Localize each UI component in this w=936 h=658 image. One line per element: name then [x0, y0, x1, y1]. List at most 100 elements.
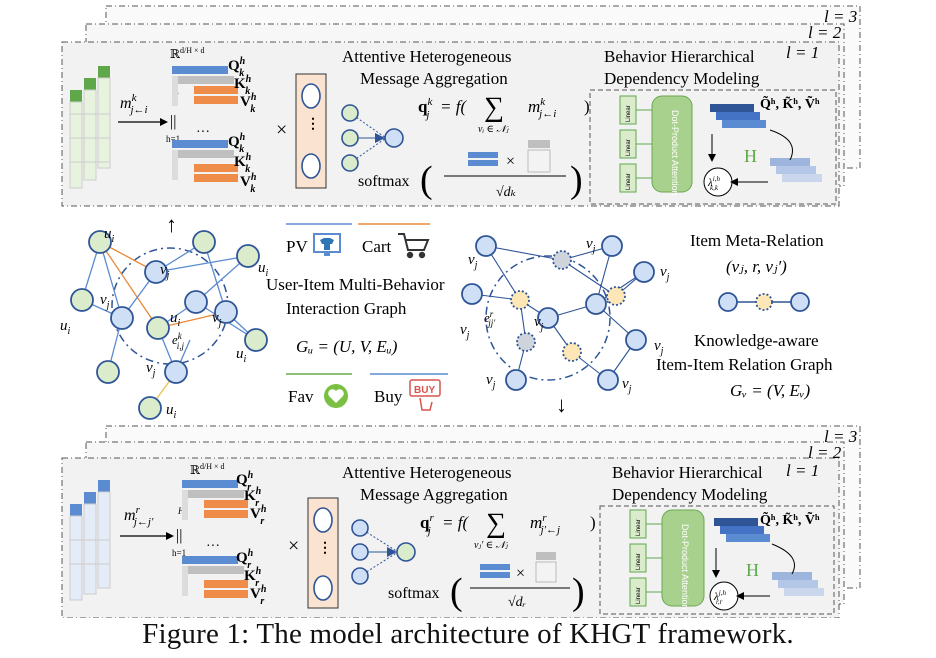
svg-text:Qhk: Qhk: [228, 132, 246, 155]
svg-text:Dot-Product Attention: Dot-Product Attention: [670, 110, 680, 196]
svg-text:Knowledge-aware: Knowledge-aware: [694, 331, 819, 350]
svg-text:Vhk: Vhk: [240, 92, 257, 115]
legend-fav: Fav: [288, 387, 314, 406]
item-node: [633, 261, 655, 283]
svg-text:Gᵥ = (V, Eᵥ): Gᵥ = (V, Eᵥ): [730, 381, 810, 400]
svg-text:Q̃ʰ, K̃ʰ, Ṽʰ: Q̃ʰ, K̃ʰ, Ṽʰ: [760, 510, 820, 528]
buy-icon: BUY: [409, 379, 441, 411]
svg-text:Qhr: Qhr: [236, 548, 254, 571]
svg-text:Linear: Linear: [636, 587, 642, 604]
bottom-aggregation-formula: Attentive Heterogeneous Message Aggregat…: [342, 463, 596, 613]
legend-pv: PV: [286, 237, 308, 256]
user-node: [70, 288, 94, 312]
svg-text:softmax: softmax: [388, 585, 440, 602]
svg-text:(: (: [450, 571, 463, 613]
svg-text:h=1: h=1: [166, 134, 180, 144]
svg-text:Linear: Linear: [626, 173, 632, 190]
user-node: [146, 316, 170, 340]
svg-text:Behavior Hierarchical: Behavior Hierarchical: [604, 47, 755, 66]
item-node: [475, 235, 497, 257]
relation-node: [562, 342, 582, 362]
svg-text:···: ···: [196, 125, 210, 140]
svg-text:): ): [572, 571, 585, 613]
svg-text:Linear: Linear: [626, 105, 632, 122]
svg-text:vj: vj: [660, 264, 670, 283]
svg-text:Dependency Modeling: Dependency Modeling: [604, 69, 760, 88]
svg-text:vj: vj: [212, 310, 222, 329]
svg-text:Khk: Khk: [234, 74, 252, 97]
svg-text:Khk: Khk: [234, 152, 252, 175]
svg-text:vj: vj: [146, 360, 156, 379]
khgt-architecture-diagram: l = 3 l = 2 l = 1 mkj←i H || h=1 ℝd/H × …: [60, 5, 861, 619]
svg-text:ui: ui: [104, 226, 115, 245]
svg-text:Vhr: Vhr: [250, 584, 267, 607]
meta-relation-legend: Item Meta-Relation (vⱼ, r, vⱼ′) Knowledg…: [656, 231, 833, 400]
svg-text:mrj←j′: mrj←j′: [124, 504, 154, 528]
svg-text:⋮: ⋮: [306, 117, 320, 132]
cart-icon: [398, 233, 430, 259]
top-aggregation-formula: Attentive Heterogeneous Message Aggregat…: [342, 47, 590, 201]
svg-text:√dᵣ: √dᵣ: [508, 595, 526, 610]
svg-text:vj: vj: [534, 314, 544, 333]
svg-text:H: H: [744, 146, 757, 166]
svg-text:(vⱼ, r, vⱼ′): (vⱼ, r, vⱼ′): [726, 257, 787, 276]
svg-text:BUY: BUY: [414, 385, 435, 396]
bottom-hierarchical-module: Behavior Hierarchical Dependency Modelin…: [599, 463, 835, 615]
top-vector-column: ⋮: [295, 73, 327, 189]
svg-text:||: ||: [170, 113, 176, 130]
item-node: [110, 306, 134, 330]
svg-text:Item-Item Relation Graph: Item-Item Relation Graph: [656, 355, 833, 374]
down-arrow: ↓: [556, 392, 567, 417]
svg-text:): ): [584, 97, 590, 116]
svg-text:Attentive Heterogeneous: Attentive Heterogeneous: [342, 463, 511, 482]
svg-text:∑: ∑: [484, 92, 504, 123]
svg-text:vj: vj: [486, 372, 496, 391]
svg-text:Linear: Linear: [636, 519, 642, 536]
svg-text:√dₖ: √dₖ: [496, 185, 516, 200]
svg-text:Qhr: Qhr: [236, 470, 254, 493]
svg-text:Khr: Khr: [244, 566, 262, 589]
item-node: [585, 293, 607, 315]
svg-text:Attentive Heterogeneous: Attentive Heterogeneous: [342, 47, 511, 66]
svg-text:Message Aggregation: Message Aggregation: [360, 485, 508, 504]
user-node: [244, 328, 268, 352]
fav-heart-icon: [324, 384, 348, 408]
top-aggregation-mini-graph: [341, 104, 404, 172]
item-node: [505, 369, 527, 391]
top-layer-stack: l = 3 l = 2 l = 1 mkj←i H || h=1 ℝd/H × …: [61, 5, 861, 207]
svg-text:l = 3: l = 3: [824, 427, 857, 446]
svg-text:×: ×: [288, 535, 299, 557]
svg-text:vj: vj: [100, 292, 110, 311]
top-times-sign: ×: [276, 119, 287, 141]
relation-node: [552, 250, 572, 270]
svg-text:vj: vj: [460, 322, 470, 341]
user-node: [138, 396, 162, 420]
graph-equation: Gᵤ = (U, V, Eᵤ): [296, 337, 398, 356]
svg-text:vᵢ ∈ 𝒩ⱼ: vᵢ ∈ 𝒩ⱼ: [478, 124, 509, 135]
svg-text:λi,hk,k: λi,hk,k: [707, 175, 720, 192]
user-embedding-stack: [69, 66, 111, 189]
svg-text:ui: ui: [170, 310, 181, 329]
layer-3-label: l = 3: [824, 7, 857, 26]
svg-text:= f(: = f(: [440, 97, 467, 116]
svg-text:qrj: qrj: [420, 512, 434, 537]
legend-cart: Cart: [362, 237, 392, 256]
item-node: [601, 235, 623, 257]
item-node: [461, 283, 483, 305]
svg-text:Linear: Linear: [636, 553, 642, 570]
top-message-arrow: mkj←i H || h=1: [118, 92, 180, 144]
up-arrow: ↑: [166, 212, 177, 237]
svg-text:vj: vj: [654, 338, 664, 357]
svg-text:⋮: ⋮: [318, 541, 332, 556]
svg-text:Message Aggregation: Message Aggregation: [360, 69, 508, 88]
layer-2-label: l = 2: [808, 23, 842, 42]
legend-buy: Buy: [374, 387, 403, 406]
svg-text:Behavior Hierarchical: Behavior Hierarchical: [612, 463, 763, 482]
graph-title-1: User-Item Multi-Behavior: [266, 275, 445, 294]
